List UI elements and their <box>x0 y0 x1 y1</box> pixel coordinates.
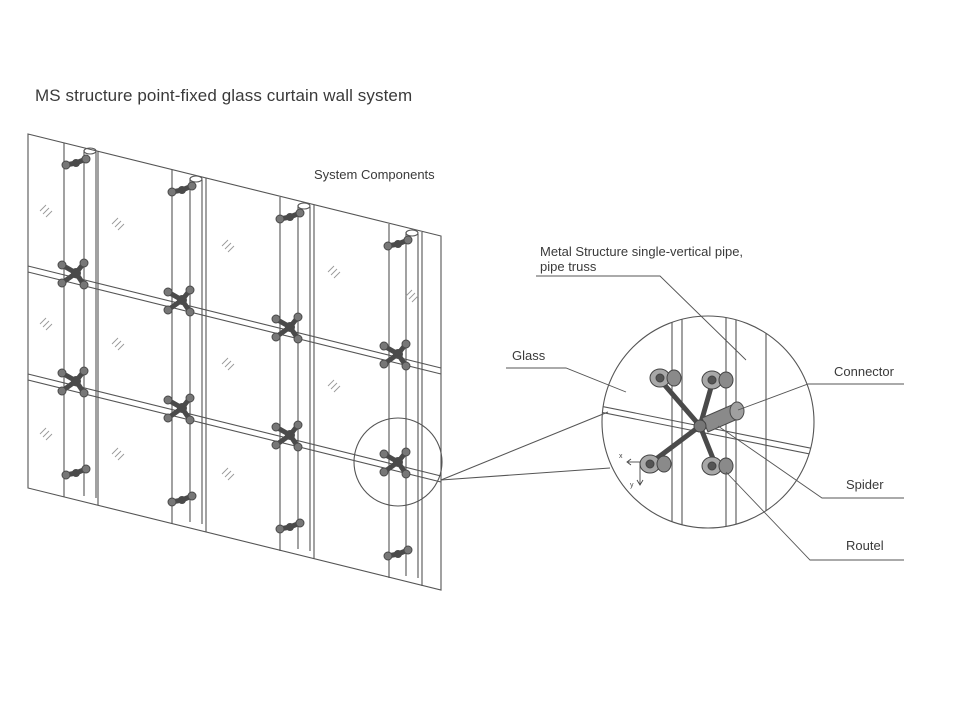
page-title: MS structure point-fixed glass curtain w… <box>35 86 413 105</box>
glass-leader <box>506 367 627 393</box>
system-components-label: System Components <box>314 167 435 182</box>
axis-x-label: x <box>619 453 623 460</box>
wall-fitting-6 <box>163 285 195 317</box>
panel-rows <box>27 265 442 483</box>
wall-fitting-15 <box>379 447 411 479</box>
routel-bottom-right <box>701 456 734 476</box>
wall-fitting-8 <box>167 491 197 507</box>
curtain-wall-elevation <box>27 133 611 591</box>
wall-outline <box>27 133 442 591</box>
spider-leader <box>717 425 904 499</box>
detail-leader-top <box>440 411 609 481</box>
routel-label: Routel <box>846 538 884 553</box>
routel-top-left <box>649 368 682 388</box>
detail-routels <box>639 368 734 476</box>
pipe-1 <box>83 147 97 498</box>
wall-fitting-13 <box>383 235 413 251</box>
wall-fitting-1 <box>61 154 91 170</box>
axis-y-label: y <box>630 482 634 489</box>
detail-connector <box>701 401 745 433</box>
panel-columns <box>63 143 423 586</box>
vertical-pipes <box>83 147 419 578</box>
routel-bottom-left <box>639 454 672 474</box>
wall-fitting-16 <box>383 545 413 561</box>
wall-fitting-12 <box>275 518 305 534</box>
connector-leader <box>737 383 904 411</box>
routel-top-right <box>701 370 734 390</box>
pipe-2 <box>189 175 203 524</box>
wall-spider-fittings <box>57 154 413 561</box>
detail-view <box>601 315 815 529</box>
wall-fitting-11 <box>271 420 303 452</box>
glass-hatch-marks <box>39 204 419 481</box>
metal-structure-label: Metal Structure single-vertical pipe, pi… <box>540 244 744 274</box>
axis-marker <box>626 458 644 486</box>
pipe-3 <box>297 202 311 551</box>
label-leaders <box>506 275 904 561</box>
wall-fitting-3 <box>57 366 89 398</box>
connector-label: Connector <box>834 364 894 379</box>
wall-fitting-14 <box>379 339 411 371</box>
magnifier-circle <box>353 417 443 507</box>
routel-leader <box>725 471 904 561</box>
wall-fitting-5 <box>167 181 197 197</box>
wall-fitting-2 <box>57 258 89 290</box>
wall-fitting-4 <box>61 464 91 480</box>
wall-fitting-10 <box>271 312 303 344</box>
detail-circle <box>601 315 815 529</box>
wall-fitting-7 <box>163 393 195 425</box>
metal-structure-leader <box>536 275 747 361</box>
wall-fitting-9 <box>275 208 305 224</box>
pipe-4 <box>405 229 419 578</box>
glass-label: Glass <box>512 348 546 363</box>
detail-leader-bottom <box>440 467 611 481</box>
spider-label: Spider <box>846 477 884 492</box>
